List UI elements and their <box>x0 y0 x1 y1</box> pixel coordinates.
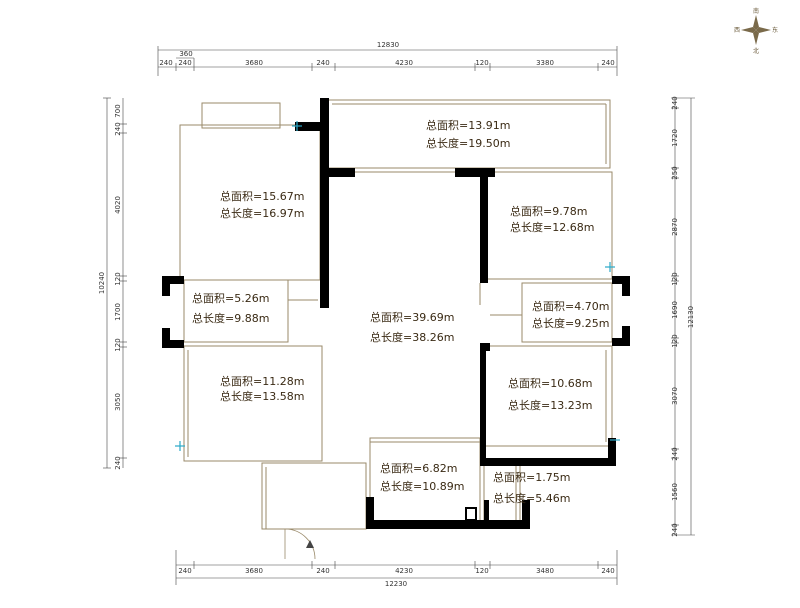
dim-right-2: 250 <box>671 166 679 179</box>
dim-right-total: 12130 <box>687 306 695 328</box>
dim-right-8: 240 <box>671 447 679 460</box>
room-bedroom3-length: 总长度=13.58m <box>220 389 304 403</box>
room-bedroom2-area: 总面积=9.78m <box>510 204 587 218</box>
dim-bottom-4: 120 <box>475 567 488 575</box>
dim-right-0: 240 <box>671 96 679 109</box>
room-bath-right-area: 总面积=4.70m <box>532 299 609 313</box>
dim-left-2: 4020 <box>114 196 122 214</box>
dim-bottom-0: 240 <box>178 567 191 575</box>
room-living-area: 总面积=39.69m <box>370 310 454 324</box>
compass-north-label: 南 <box>753 7 759 15</box>
room-bedroom4-length: 总长度=13.23m <box>508 398 592 412</box>
compass-east-label: 东 <box>772 26 778 34</box>
dim-right-4: 120 <box>671 272 679 285</box>
dim-top-total: 12830 <box>377 41 399 49</box>
dim-left-7: 240 <box>114 456 122 469</box>
room-utility-length: 总长度=5.46m <box>493 491 570 505</box>
dim-bottom-3: 4230 <box>395 567 413 575</box>
dim-left-0: 700 <box>114 104 122 117</box>
dim-top-7: 240 <box>601 59 614 67</box>
structural-walls <box>162 98 630 529</box>
dim-top-5: 120 <box>475 59 488 67</box>
room-utility-area: 总面积=1.75m <box>493 470 570 484</box>
room-living-length: 总长度=38.26m <box>370 330 454 344</box>
dim-top-6: 3380 <box>536 59 554 67</box>
room-bath-right-length: 总长度=9.25m <box>532 316 609 330</box>
dim-left-4: 1700 <box>114 303 122 321</box>
room-balcony-length: 总长度=19.50m <box>426 136 510 150</box>
room-bedroom2-length: 总长度=12.68m <box>510 220 594 234</box>
room-kitchen-length: 总长度=10.89m <box>380 479 464 493</box>
dim-left-5: 120 <box>114 338 122 351</box>
compass-south-label: 北 <box>753 47 759 55</box>
dim-right-9: 1560 <box>671 483 679 501</box>
room-bedroom1-length: 总长度=16.97m <box>220 206 304 220</box>
dim-bottom-total: 12230 <box>385 580 407 588</box>
room-kitchen-area: 总面积=6.82m <box>380 461 457 475</box>
dim-bottom-5: 3480 <box>536 567 554 575</box>
dim-bottom-6: 240 <box>601 567 614 575</box>
window-markers <box>175 121 620 451</box>
dim-right-5: 1690 <box>671 301 679 319</box>
dim-top-2: 3680 <box>245 59 263 67</box>
dim-left-total: 10240 <box>98 272 106 294</box>
dim-left-6: 3050 <box>114 393 122 411</box>
dim-right-3: 2870 <box>671 218 679 236</box>
dim-left-3: 120 <box>114 272 122 285</box>
dim-right-7: 3070 <box>671 387 679 405</box>
compass-west-label: 西 <box>734 27 740 34</box>
room-balcony-area: 总面积=13.91m <box>426 118 510 132</box>
room-bedroom4-area: 总面积=10.68m <box>508 376 592 390</box>
right-dimensions: 12130 240 1720 250 2870 120 1690 120 307… <box>671 96 695 537</box>
room-bedroom3-area: 总面积=11.28m <box>220 374 304 388</box>
dim-right-1: 1720 <box>671 129 679 147</box>
dim-left-1: 240 <box>114 122 122 135</box>
dim-bottom-2: 240 <box>316 567 329 575</box>
room-labels: 总面积=13.91m 总长度=19.50m 总面积=15.67m 总长度=16.… <box>192 118 609 505</box>
dim-top-sub: 360 <box>179 50 192 58</box>
compass-icon: 南 东 西 北 <box>734 7 778 55</box>
dim-right-10: 240 <box>671 523 679 536</box>
dim-bottom-1: 3680 <box>245 567 263 575</box>
left-dimensions: 10240 700 240 4020 120 1700 120 3050 240 <box>98 97 127 470</box>
entry-door <box>284 528 316 560</box>
room-bath-left-length: 总长度=9.88m <box>192 311 269 325</box>
room-bedroom1-area: 总面积=15.67m <box>220 189 304 203</box>
dim-top-0: 240 <box>159 59 172 67</box>
dim-right-6: 120 <box>671 334 679 347</box>
bottom-dimensions: 240 3680 240 4230 120 3480 240 12230 <box>175 550 618 588</box>
dim-top-3: 240 <box>316 59 329 67</box>
dim-top-1: 240 <box>178 59 191 67</box>
dim-top-4: 4230 <box>395 59 413 67</box>
top-dimensions: 12830 360 240 240 3680 240 4230 120 3380… <box>157 41 618 76</box>
room-bath-left-area: 总面积=5.26m <box>192 291 269 305</box>
